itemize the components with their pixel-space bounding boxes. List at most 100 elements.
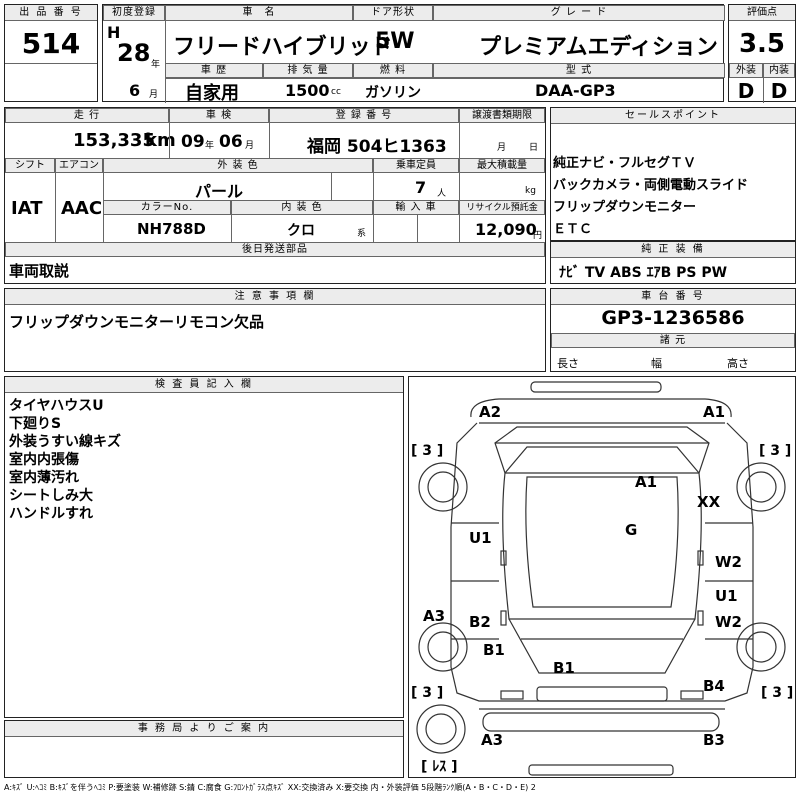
ac-type: AAC [61,198,103,219]
sales-points-box: セールスポイント 純正ナビ・フルセグＴＶ バックカメラ・両側電動スライド フリッ… [550,107,796,241]
spec-label: 諸 元 [551,333,795,348]
capacity-unit: 人 [437,189,447,199]
mileage: 153,335 [73,130,155,151]
notes-box: 注 意 事 項 欄 フリップダウンモニターリモコン欠品 [4,288,546,372]
mark-b1-tailgate: B1 [553,659,575,677]
load-unit: kg [525,186,536,196]
tire-rear-right-tread: [ 3 ] [761,685,793,701]
inspector-note-7: ハンドルすれ [9,506,93,522]
load-label: 最大積載量 [459,158,545,173]
grade-label: グ レ ー ド [433,5,725,21]
mark-b1-left-quarter: B1 [483,641,505,659]
tire-front-right-tread: [ 3 ] [759,443,791,459]
first-reg-month: 6 [129,81,141,100]
tire-front-left-tread: [ 3 ] [411,443,443,459]
recycle-label: リサイクル預託金 [459,200,545,215]
inspector-note-3: 外装うすい線キズ [9,434,121,450]
year-unit: 年 [151,60,161,70]
car-name: フリードハイブリッド [173,35,393,60]
car-diagram: A2 A1 A1 XX G U1 W2 U1 W2 A3 B2 B1 B1 B4… [411,381,793,776]
mark-u1-left-door: U1 [469,529,492,547]
mark-a1-hood: A1 [635,473,657,491]
mark-b3-rear-bumper: B3 [703,731,725,749]
later-parts: 車両取説 [9,262,70,280]
fuel-type: ガソリン [365,85,421,101]
displacement-label: 排 気 量 [263,63,353,78]
first-reg-label: 初度登録 [103,5,165,21]
width-label: 幅 [651,357,662,370]
body-color: パール [195,182,244,201]
interior-grade: D [770,79,788,103]
notes-text: フリップダウンモニターリモコン欠品 [9,313,265,331]
exterior-grade: D [737,79,755,103]
inspection-label: 車 検 [169,108,269,123]
legend-text: A:ｷｽﾞ U:ﾍｺﾐ B:ｷｽﾞを伴うﾍｺﾐ P:要塗装 W:補修跡 S:錆 … [4,783,536,792]
sales-point-2: バックカメラ・両側電動スライド [553,178,749,193]
inspector-note-6: シートしみ大 [9,488,93,504]
history-label: 車 歴 [165,63,263,78]
plate-number: 福岡 504ヒ1363 [307,137,447,157]
office-box: 事 務 局 よ り ご 案 内 [4,720,404,778]
mark-w2-right-door-front: W2 [715,553,742,571]
capacity: 7 [415,178,427,197]
color-no-label: カラーNo. [103,200,231,215]
sales-point-3: フリップダウンモニター [553,200,697,215]
spare-tire-status: [ ﾚｽ ] [421,759,458,775]
mark-a3-left-side: A3 [423,607,445,625]
month-unit: 月 [149,90,159,100]
lot-box: 出 品 番 号 514 [4,4,98,102]
lot-label: 出 品 番 号 [5,5,97,21]
model-label: 型 式 [433,63,725,78]
mark-g-windshield: G [625,521,637,539]
sales-point-1: 純正ナビ・フルセグＴＶ [553,156,697,171]
fuel-label: 燃 料 [353,63,433,78]
interior-label: 内装 [763,63,795,78]
height-label: 高さ [727,357,749,370]
era-mark: H [107,23,121,42]
transfer-month-unit: 月 [497,143,507,153]
chassis-box: 車 台 番 号 GP3-1236586 諸 元 長さ 幅 高さ [550,288,796,372]
sales-points-label: セールスポイント [551,108,795,124]
mark-a3-rear-bumper: A3 [481,731,503,749]
color-label: 外 装 色 [103,158,373,173]
recycle-unit: 円 [533,231,543,241]
grade-name: プレミアムエディション [479,35,718,60]
interior-color: クロ [287,223,315,239]
door-type: 5W [375,29,415,54]
mark-b2-left-rear: B2 [469,613,491,631]
capacity-label: 乗車定員 [373,158,459,173]
interior-color-unit: 系 [357,229,367,239]
plate-label: 登 録 番 号 [269,108,459,123]
recycle-fee: 12,090 [475,220,537,239]
chassis-label: 車 台 番 号 [551,289,795,305]
mark-u1-right-door: U1 [715,587,738,605]
equipment-box: 純 正 装 備 ﾅﾋﾞ TV ABS ｴｱB PS PW [550,241,796,284]
inspector-note-2: 下廻りS [9,416,62,432]
shift-label: シフト [5,158,55,173]
inspection-year-unit: 年 [205,141,215,151]
mark-a1-front: A1 [703,403,725,421]
inspector-note-1: タイヤハウスU [9,398,104,414]
tire-rear-left-tread: [ 3 ] [411,685,443,701]
overall-score: 3.5 [738,29,786,59]
displacement: 1500 [285,81,330,100]
transfer-day-unit: 日 [529,143,539,153]
inspection-month: 06 [219,132,243,152]
damage-diagram-box: A2 A1 A1 XX G U1 W2 U1 W2 A3 B2 B1 B1 B4… [408,376,796,778]
length-label: 長さ [557,357,579,370]
inspector-note-4: 室内内張傷 [9,452,79,468]
model-code: DAA-GP3 [535,81,616,100]
mileage-label: 走 行 [5,108,169,123]
mark-xx-fender: XX [697,493,721,511]
mark-b4-right-quarter: B4 [703,677,725,695]
color-number: NH788D [137,220,206,238]
mark-w2-right-door-rear: W2 [715,613,742,631]
transfer-label: 譲渡書類期限 [459,108,545,123]
import-label: 輸 入 車 [373,200,459,215]
mileage-unit: km [145,130,176,151]
door-label: ドア形状 [353,5,433,21]
lot-number: 514 [21,27,81,60]
score-label: 評価点 [729,5,795,21]
first-reg-year: 28 [117,39,151,67]
main-info-box: 初度登録 車 名 ドア形状 グ レ ー ド H 28 年 フリードハイブリッド … [102,4,725,104]
